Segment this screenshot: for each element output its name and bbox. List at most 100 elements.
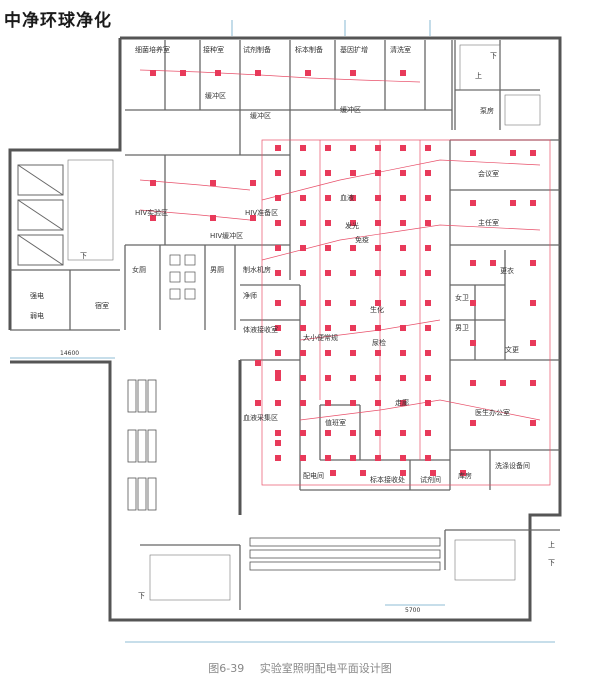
light-fixture xyxy=(350,145,356,151)
room-label: 宿室 xyxy=(95,301,109,310)
light-fixture xyxy=(530,150,536,156)
light-fixture xyxy=(400,455,406,461)
light-fixture xyxy=(350,300,356,306)
light-fixture xyxy=(375,300,381,306)
figure-number: 图6-39 xyxy=(208,662,245,675)
light-fixture xyxy=(375,145,381,151)
light-fixture xyxy=(400,350,406,356)
light-fixture xyxy=(325,145,331,151)
light-fixture xyxy=(275,170,281,176)
light-fixture xyxy=(430,470,436,476)
room-label: 女卫 xyxy=(455,293,469,302)
light-fixture xyxy=(400,170,406,176)
light-fixture xyxy=(275,455,281,461)
light-fixture xyxy=(325,270,331,276)
room-label: 下 xyxy=(80,252,87,260)
light-fixture xyxy=(375,350,381,356)
seating-rows xyxy=(127,379,441,571)
light-fixture xyxy=(255,360,261,366)
light-fixture xyxy=(350,350,356,356)
room-label: 免疫 xyxy=(355,235,369,244)
light-fixture xyxy=(425,325,431,331)
light-fixture xyxy=(350,430,356,436)
light-fixture xyxy=(530,380,536,386)
interior-walls xyxy=(10,40,560,610)
light-fixture xyxy=(325,400,331,406)
light-fixture xyxy=(275,375,281,381)
light-fixture xyxy=(275,350,281,356)
room-label: 血液采集区 xyxy=(243,413,278,422)
light-fixtures xyxy=(150,70,536,476)
light-fixture xyxy=(330,470,336,476)
light-fixture xyxy=(300,430,306,436)
room-label: 洗涤设备间 xyxy=(495,461,530,470)
light-fixture xyxy=(425,195,431,201)
light-fixture xyxy=(490,260,496,266)
light-fixture xyxy=(350,220,356,226)
room-label: 配电间 xyxy=(303,471,324,480)
light-fixture xyxy=(470,200,476,206)
light-fixture xyxy=(300,245,306,251)
light-fixture xyxy=(325,220,331,226)
light-fixture xyxy=(275,195,281,201)
light-fixture xyxy=(375,400,381,406)
light-fixture xyxy=(300,325,306,331)
room-label: 下 xyxy=(490,52,497,60)
light-fixture xyxy=(275,400,281,406)
room-label: 接种室 xyxy=(203,45,224,54)
light-fixture xyxy=(360,470,366,476)
light-fixture xyxy=(300,375,306,381)
room-label: 净师 xyxy=(243,291,257,300)
room-label: 医生办公室 xyxy=(475,408,510,417)
room-labels: 细菌培养室 接种室 试剂制备 标本制备 基因扩增 清洗室 缓冲区 缓冲区 缓冲区… xyxy=(30,45,555,600)
light-fixture xyxy=(350,170,356,176)
light-fixture xyxy=(460,470,466,476)
light-fixture xyxy=(255,400,261,406)
light-fixture xyxy=(255,70,261,76)
light-fixture xyxy=(180,70,186,76)
light-fixture xyxy=(250,180,256,186)
light-fixture xyxy=(375,245,381,251)
light-fixture xyxy=(250,215,256,221)
room-label: 库房 xyxy=(458,471,472,480)
room-label: 走廊 xyxy=(395,398,409,407)
light-fixture xyxy=(325,300,331,306)
room-label: 体液接收室 xyxy=(243,325,278,334)
light-fixture xyxy=(375,325,381,331)
light-fixture xyxy=(325,245,331,251)
room-label: 值班室 xyxy=(325,418,346,427)
light-fixture xyxy=(470,380,476,386)
room-label: 下 xyxy=(138,592,145,600)
room-label: 试剂制备 xyxy=(243,45,271,54)
light-fixture xyxy=(510,200,516,206)
light-fixture xyxy=(210,180,216,186)
light-fixture xyxy=(425,220,431,226)
light-fixture xyxy=(425,430,431,436)
room-label: 发光 xyxy=(345,221,359,230)
light-fixture xyxy=(400,300,406,306)
light-fixture xyxy=(350,375,356,381)
light-fixture xyxy=(400,375,406,381)
room-label: 缓冲区 xyxy=(205,91,226,100)
light-fixture xyxy=(470,150,476,156)
light-fixture xyxy=(400,70,406,76)
light-fixture xyxy=(300,270,306,276)
light-fixture xyxy=(325,375,331,381)
light-fixture xyxy=(530,300,536,306)
light-fixture xyxy=(400,400,406,406)
room-label: 生化 xyxy=(370,305,384,314)
room-label: 血液 xyxy=(340,193,354,202)
light-fixture xyxy=(325,430,331,436)
room-label: 大小便常规 xyxy=(303,333,338,342)
light-fixture xyxy=(425,170,431,176)
room-label: 文更 xyxy=(505,345,519,354)
light-fixture xyxy=(300,195,306,201)
room-label: HIV缓冲区 xyxy=(210,231,243,240)
light-fixture xyxy=(275,245,281,251)
room-label: 弱电 xyxy=(30,311,44,320)
light-fixture xyxy=(425,400,431,406)
room-label: HIV实验区 xyxy=(135,208,168,217)
stair-wells xyxy=(67,44,541,601)
light-fixture xyxy=(470,260,476,266)
